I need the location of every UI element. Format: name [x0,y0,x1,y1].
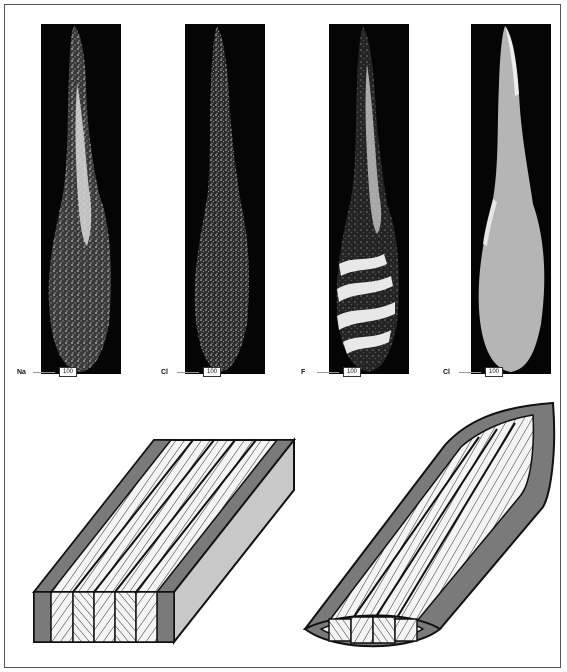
scalebar-3: F 100 [301,367,361,377]
rectangular-prism-laminate-diagram [29,430,299,650]
scalebar-1: Na 100 [17,367,77,377]
scale-value-1: 100 [59,367,77,377]
scale-line-3 [317,372,339,373]
element-label-3: F [301,369,313,376]
eds-map-3-image [329,24,409,374]
tapered-lens-laminate-diagram [295,395,557,663]
scale-line-4 [459,372,481,373]
scalebar-2: Cl 100 [161,367,221,377]
scale-value-4: 100 [485,367,503,377]
eds-map-panel-2 [185,24,265,374]
eds-map-4-image [471,24,551,374]
figure-frame: Na 100 Cl 100 [4,4,561,668]
element-label-2: Cl [161,369,173,376]
eds-map-panel-1 [41,24,121,374]
scale-line-2 [177,372,199,373]
scale-line-1 [33,372,55,373]
scale-value-2: 100 [203,367,221,377]
eds-map-panel-4 [471,24,551,374]
eds-map-2-image [185,24,265,374]
eds-map-panel-3 [329,24,409,374]
scale-value-3: 100 [343,367,361,377]
eds-map-1-image [41,24,121,374]
element-label-1: Na [17,369,29,376]
element-label-4: Cl [443,369,455,376]
scalebar-4: Cl 100 [443,367,503,377]
